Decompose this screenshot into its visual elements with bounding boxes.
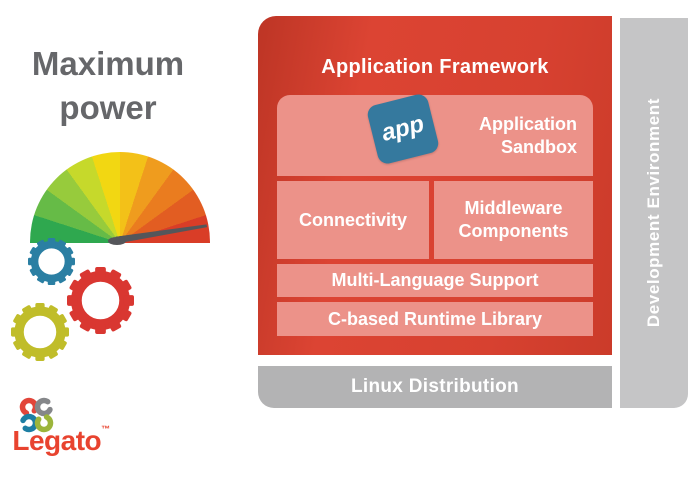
linux-distribution-bar: Linux Distribution bbox=[258, 366, 612, 408]
application-framework-box: Application Framework app Application Sa… bbox=[258, 16, 612, 355]
legato-wordmark: Legato™ bbox=[12, 424, 110, 456]
multi-language-support-box: Multi-Language Support bbox=[277, 264, 593, 297]
application-sandbox-label: Application Sandbox bbox=[479, 113, 577, 157]
linux-distribution-label: Linux Distribution bbox=[351, 376, 519, 397]
logo-curl-top-left bbox=[19, 397, 39, 417]
middleware-components-label: Middleware Components bbox=[458, 198, 569, 241]
gear-icon-yellow bbox=[11, 303, 69, 361]
tagline-line-1: Maximum bbox=[31, 45, 185, 82]
connectivity-box: Connectivity bbox=[277, 181, 429, 259]
c-based-runtime-library-box: C-based Runtime Library bbox=[277, 302, 593, 336]
gear-icon-red bbox=[67, 267, 134, 334]
trademark-symbol: ™ bbox=[101, 424, 110, 434]
development-environment-label: Development Environment bbox=[644, 98, 663, 328]
tagline-line-2: power bbox=[59, 89, 157, 126]
middleware-components-box: Middleware Components bbox=[434, 181, 593, 259]
logo-curl-bottom-left bbox=[19, 413, 39, 433]
application-framework-title: Application Framework bbox=[321, 56, 549, 78]
gauge-needle-hub bbox=[108, 237, 126, 245]
app-badge: app bbox=[365, 92, 441, 166]
app-badge-label: app bbox=[378, 110, 427, 147]
legato-logo-icon bbox=[19, 397, 54, 433]
logo-curl-bottom-right bbox=[34, 413, 54, 433]
connectivity-label: Connectivity bbox=[298, 209, 408, 230]
c-based-runtime-library-label: C-based Runtime Library bbox=[327, 308, 543, 329]
multi-language-support-label: Multi-Language Support bbox=[331, 270, 539, 290]
tagline: Maximum power bbox=[8, 42, 208, 130]
logo-curl-top-right bbox=[34, 397, 54, 417]
application-sandbox-box: app Application Sandbox bbox=[277, 92, 593, 176]
development-environment-bar: Development Environment bbox=[620, 18, 688, 408]
